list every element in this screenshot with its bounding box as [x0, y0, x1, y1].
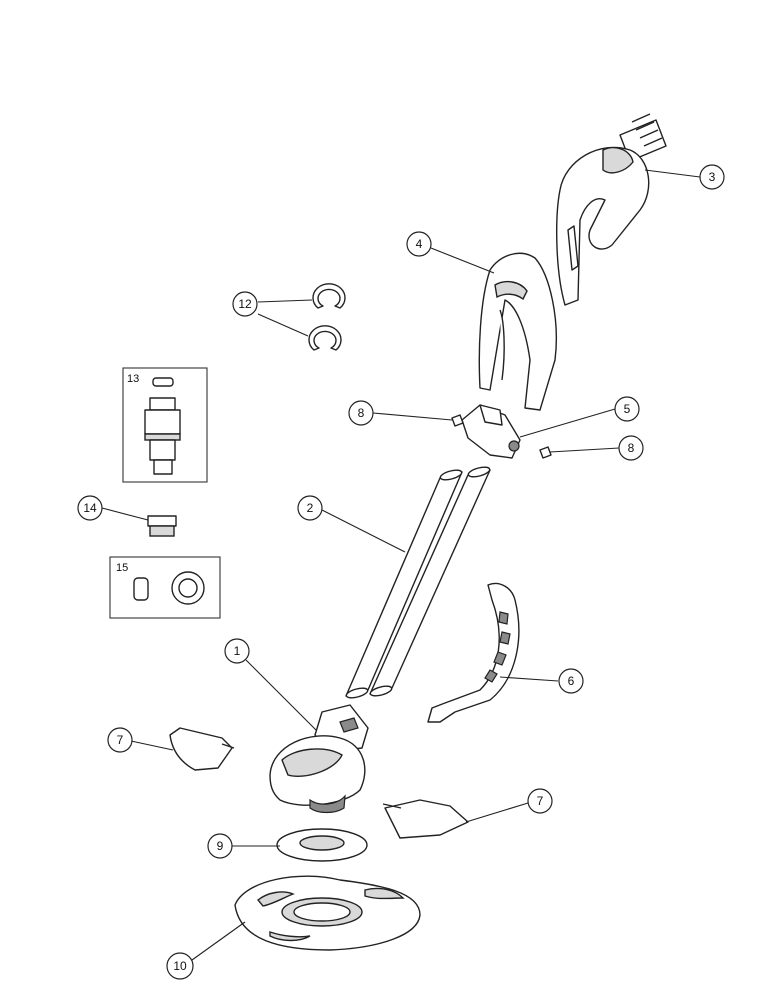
callout-14-text: 14: [83, 501, 97, 515]
leader-lines: [101, 169, 701, 961]
callout-6: 6: [558, 668, 584, 694]
callout-10: 10: [166, 952, 194, 980]
callout-6-text: 6: [568, 674, 575, 688]
callout-9: 9: [207, 833, 233, 859]
callout-8-left-text: 8: [358, 406, 365, 420]
part-7-foot-pad-right: [382, 799, 469, 839]
part-4-upper-handle: [478, 252, 557, 411]
callout-12: 12: [232, 291, 258, 317]
part-9-seal-disc: [276, 828, 368, 862]
part-7-foot-pad-left: [169, 727, 235, 771]
part-8-screw-left: [451, 414, 464, 427]
box-15-label: 15: [116, 562, 128, 574]
part-8-screw-right: [539, 446, 552, 459]
callout-4-text: 4: [416, 237, 423, 251]
part-12-clips: [308, 283, 346, 351]
callout-7-right-text: 7: [537, 794, 544, 808]
callout-2-text: 2: [307, 501, 314, 515]
callout-8-right-text: 8: [628, 441, 635, 455]
box-15: 15: [109, 556, 221, 619]
callout-3: 3: [699, 164, 725, 190]
callout-12-text: 12: [238, 297, 252, 311]
part-10-base-plate: [234, 875, 421, 951]
callout-1-text: 1: [234, 644, 241, 658]
callout-14: 14: [77, 495, 103, 521]
part-6-flex-fin: [427, 582, 520, 723]
callout-1: 1: [224, 638, 250, 664]
callout-5-text: 5: [624, 402, 631, 416]
box-13: 13: [122, 367, 208, 483]
callout-7-right: 7: [527, 788, 553, 814]
callout-5: 5: [614, 396, 640, 422]
part-14-cap: [147, 515, 177, 537]
callout-8-left: 8: [348, 400, 374, 426]
callout-9-text: 9: [217, 839, 224, 853]
part-3-swivel-connector: [556, 113, 667, 306]
callout-8-right: 8: [618, 435, 644, 461]
callout-2: 2: [297, 495, 323, 521]
part-5-pivot-block: [461, 404, 521, 459]
part-1-main-body: [269, 704, 369, 814]
callout-4: 4: [406, 231, 432, 257]
part-2-tubes: [345, 466, 491, 699]
callout-10-text: 10: [173, 959, 187, 973]
callout-3-text: 3: [709, 170, 716, 184]
callout-7-left-text: 7: [117, 733, 124, 747]
box-13-label: 13: [127, 373, 139, 385]
callout-7-left: 7: [107, 727, 133, 753]
